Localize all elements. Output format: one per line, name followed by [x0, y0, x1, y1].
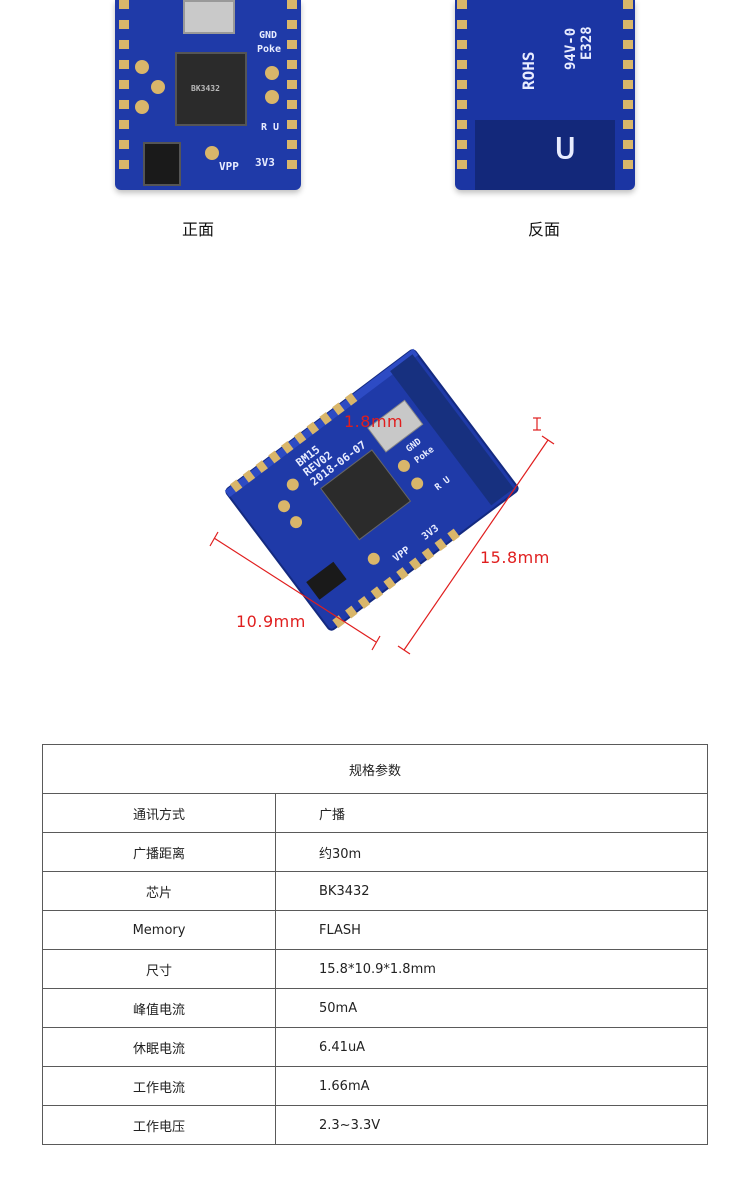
silk-poke: Poke	[257, 44, 282, 55]
silk-3v3: 3V3	[255, 156, 275, 169]
front-board-photo: BK3432 GND Poke R U VPP 3V3	[115, 0, 301, 190]
silk-rohs: ROHS	[519, 51, 538, 90]
crystal-component	[183, 0, 235, 34]
spec-key: 休眠电流	[42, 1027, 276, 1067]
spec-value: 2.3~3.3V	[275, 1105, 708, 1145]
table-header-row: 规格参数	[42, 744, 708, 794]
length-dimension-label: 15.8mm	[480, 548, 550, 567]
dimension-lines	[209, 417, 555, 655]
spec-value: BK3432	[275, 871, 708, 911]
table-row: 广播距离约30m	[42, 832, 708, 872]
pad-row-left	[457, 0, 467, 180]
chip-marking: BK3432	[191, 84, 220, 93]
spec-key: 通讯方式	[42, 793, 276, 833]
pad	[265, 90, 279, 104]
length-dimension-line	[403, 439, 549, 651]
spec-key: 芯片	[42, 871, 276, 911]
pad-row-right	[287, 0, 297, 180]
spec-value: 15.8*10.9*1.8mm	[275, 949, 708, 989]
width-dimension-line	[213, 537, 377, 643]
height-dimension-label: 1.8mm	[344, 412, 404, 431]
ul-mark-icon: ꓴ	[555, 132, 576, 165]
pad	[205, 146, 219, 160]
pad	[265, 66, 279, 80]
board-body: BM15 REV02 2018-06-07 GND Poke R U VPP 3…	[224, 348, 519, 631]
transistor-component	[143, 142, 181, 186]
width-dimension-label: 10.9mm	[236, 612, 306, 631]
silk-ru: R U	[261, 122, 280, 133]
silk-gnd: GND	[259, 30, 278, 41]
pad	[135, 100, 149, 114]
table-title: 规格参数	[42, 744, 708, 794]
spec-key: 广播距离	[42, 832, 276, 872]
spec-value: 约30m	[275, 832, 708, 872]
spec-value: 广播	[275, 793, 708, 833]
silk-vpp: VPP	[219, 160, 239, 173]
pad	[135, 60, 149, 74]
pad-row-left	[119, 0, 129, 180]
silk-e328: E328	[579, 26, 595, 60]
pad	[151, 80, 165, 94]
bk3432-chip: BK3432	[175, 52, 247, 126]
table-row: 通讯方式广播	[42, 793, 708, 833]
spec-key: 工作电压	[42, 1105, 276, 1145]
spec-key: 工作电流	[42, 1066, 276, 1106]
spec-value: 50mA	[275, 988, 708, 1028]
back-board-photo: ROHS 94V-0 E328 ꓴ	[455, 0, 635, 190]
back-caption: 反面	[528, 220, 561, 239]
spec-key: 尺寸	[42, 949, 276, 989]
antenna-area	[475, 120, 615, 190]
spec-value: 6.41uA	[275, 1027, 708, 1067]
spec-value: 1.66mA	[275, 1066, 708, 1106]
board-iso-svg: BM15 REV02 2018-06-07 GND Poke R U VPP 3…	[209, 348, 555, 655]
front-caption: 正面	[182, 220, 215, 239]
board-dimension-diagram: BM15 REV02 2018-06-07 GND Poke R U VPP 3…	[200, 320, 620, 660]
silk-94v0: 94V-0	[563, 27, 579, 70]
spec-key: 峰值电流	[42, 988, 276, 1028]
spec-key: Memory	[42, 910, 276, 950]
pad-row-right	[623, 0, 633, 180]
spec-value: FLASH	[275, 910, 708, 950]
